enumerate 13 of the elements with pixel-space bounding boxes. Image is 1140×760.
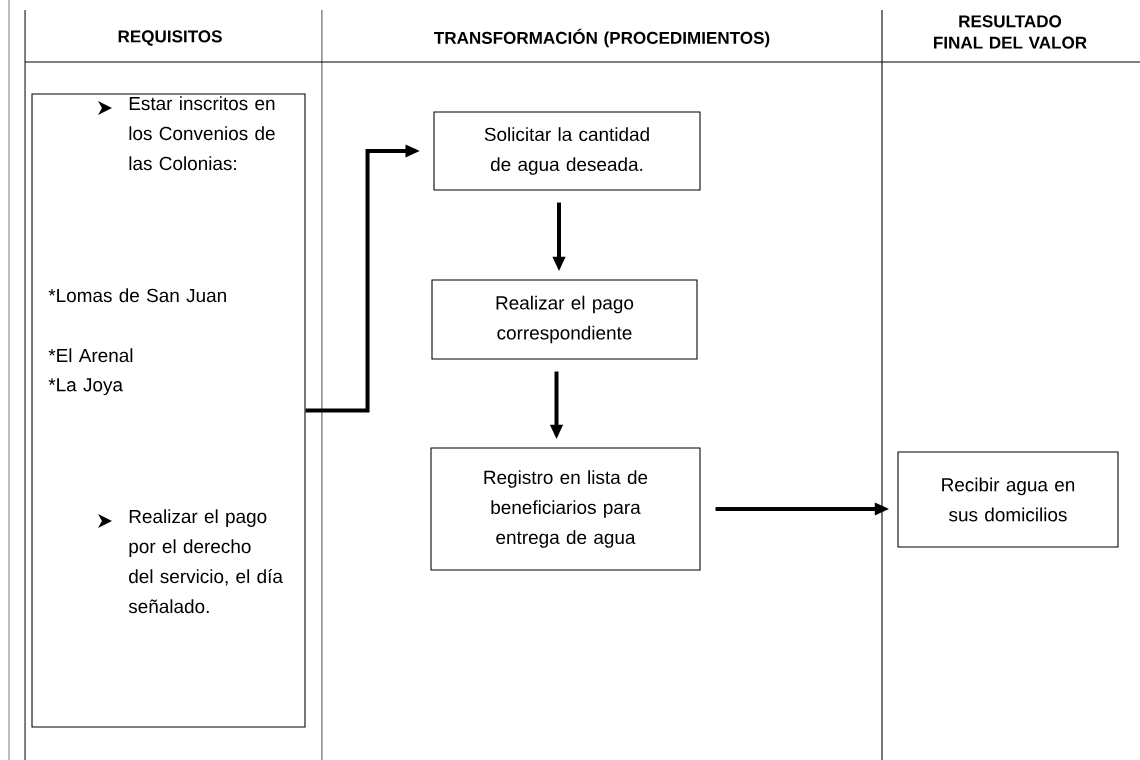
- list-item: *La Joya: [48, 378, 123, 396]
- column-header: TRANSFORMACIÓN (PROCEDIMIENTOS): [434, 28, 770, 48]
- process-box: Registro en lista de beneficiarios para entrega de agua: [430, 447, 701, 571]
- process-box: Recibir agua en sus domicilios: [897, 451, 1119, 548]
- column-header: REQUISITOS: [118, 30, 222, 46]
- list-item: *Lomas de San Juan: [48, 288, 226, 303]
- bullet-text: Realizar el pago por el derecho del servicio, el día señalado.: [128, 509, 283, 614]
- column-header: RESULTADO FINAL DEL VALOR: [934, 15, 1087, 49]
- requirements-box: [31, 93, 306, 728]
- process-box: Realizar el pago correspondiente: [431, 279, 698, 360]
- process-box: Solicitar la cantidad de agua deseada.: [433, 111, 701, 191]
- bullet-text: Estar inscritos en los Convenios de las Colonias:: [129, 96, 275, 171]
- list-item: *El Arenal: [48, 348, 133, 363]
